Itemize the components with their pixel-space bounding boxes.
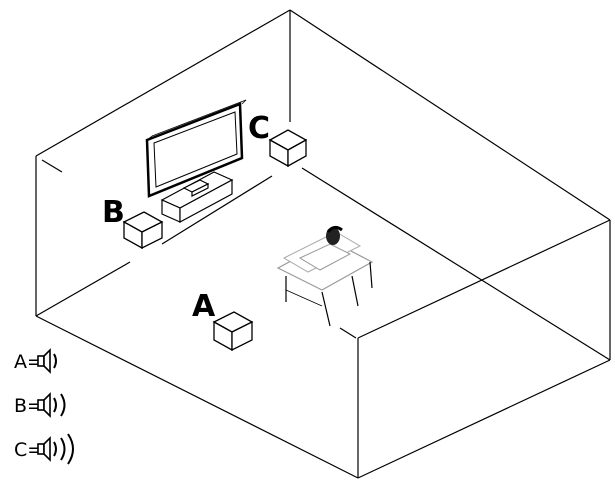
room-wireframe [35, 9, 611, 479]
legend-text-c: C= [14, 439, 43, 461]
speaker-c-box [268, 129, 308, 168]
sound-wave-icon [53, 397, 57, 413]
television [145, 99, 247, 198]
sound-wave-icon [60, 393, 66, 417]
legend: A= B= C= [14, 348, 74, 465]
speaker-volume-icon-a [37, 348, 57, 374]
sound-wave-icon [60, 437, 66, 461]
speaker-b-box [122, 211, 164, 250]
sound-wave-icon [53, 353, 57, 369]
speaker-volume-icon-b [37, 392, 66, 418]
sound-wave-icon [67, 433, 74, 465]
tv-cabinet [160, 171, 234, 224]
listener-chair [276, 225, 374, 327]
legend-text-a: A= [14, 351, 43, 373]
speaker-label-b: B [102, 195, 125, 230]
speaker-volume-icon-c [37, 433, 74, 465]
speaker-a-box [212, 311, 254, 352]
speaker-label-a: A [192, 289, 216, 324]
sound-wave-icon [53, 441, 57, 457]
legend-text-b: B= [14, 395, 43, 417]
speaker-label-c: C [248, 111, 270, 146]
